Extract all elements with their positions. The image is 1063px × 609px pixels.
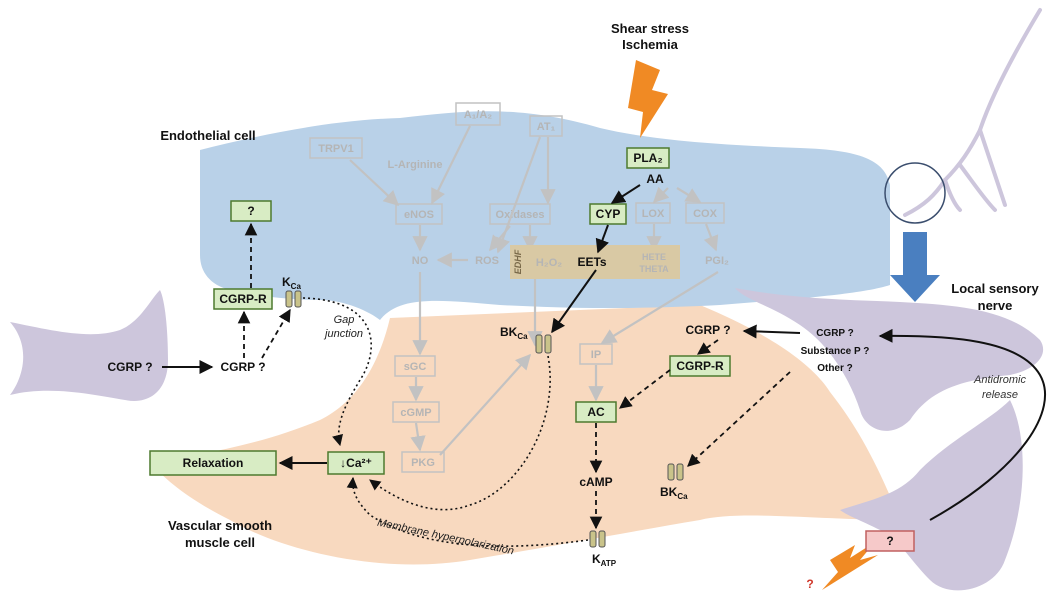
arrow-to-cgrp-right <box>742 324 801 339</box>
cgrp-q-right-label: CGRP ? <box>685 323 730 337</box>
cgrp-r-right-label: CGRP-R <box>676 359 724 373</box>
trigger-question: ? <box>806 577 813 591</box>
arrow-pla2-to-aa <box>610 184 641 204</box>
cgrp-r-left-box: CGRP-R <box>213 288 273 310</box>
smooth-muscle-label-1: Vascular smooth <box>168 518 272 533</box>
smooth-muscle-label-2: muscle cell <box>185 535 255 550</box>
hete-label: HETE <box>642 252 666 262</box>
endothelial-cell-label: Endothelial cell <box>160 128 255 143</box>
katp-channel-icon <box>589 530 606 548</box>
a1a2-label: A₁/A₂ <box>464 109 492 121</box>
kca-label: KCa <box>282 275 301 291</box>
endothelial-cell <box>200 111 890 320</box>
oxidases-label: Oxidases <box>496 209 545 221</box>
gap-junction-label-2: junction <box>323 328 363 340</box>
trigger-box-label: ? <box>886 534 893 548</box>
gray-pathway: TRPV1 A₁/A₂ AT₁ L-Arginine eNOS Oxidases… <box>309 102 729 473</box>
lightning-bolt-icon <box>628 60 668 138</box>
relaxation-box: Relaxation <box>149 450 277 476</box>
antidromic-label-2: release <box>982 389 1018 401</box>
edhf-label: EDHF <box>513 249 523 274</box>
ac-label: AC <box>587 405 605 419</box>
cgrp-r-right-box: CGRP-R <box>669 355 731 377</box>
arrow-cgrp-to-cgrpr-right <box>696 339 719 355</box>
right-nerve-terminal-top <box>735 288 1044 431</box>
pgi2-label: PGI₂ <box>705 255 729 267</box>
camp-label: cAMP <box>579 475 612 489</box>
sensory-nerve-label-1: Local sensory <box>951 281 1039 296</box>
dotted-bkca-to-ca <box>369 355 551 511</box>
nerve-fibers <box>903 8 1042 217</box>
antidromic-label-1: Antidromic <box>973 374 1026 386</box>
trpv1-label: TRPV1 <box>318 143 353 155</box>
arrow-antidromic <box>878 328 1046 521</box>
bkca-right-label: BKCa <box>660 485 688 501</box>
cgrp-q-mid-label: CGRP ? <box>220 360 265 374</box>
theta-label: THETA <box>639 264 669 274</box>
h2o2-label: H₂O₂ <box>536 257 562 269</box>
bottom-lightning-bolt-icon <box>822 542 878 590</box>
cgmp-label: cGMP <box>400 407 431 419</box>
blue-down-arrow <box>890 232 940 302</box>
unknown-effector-label: ? <box>247 204 254 218</box>
dotted-kca-to-ca <box>302 297 372 447</box>
stimulus-label-1: Shear stress <box>611 21 689 36</box>
cgrp-q-left-label: CGRP ? <box>107 360 152 374</box>
cgrp-r-left-label: CGRP-R <box>219 292 267 306</box>
nerve-zoom-circle <box>884 162 946 224</box>
pla2-label: PLA₂ <box>633 151 662 165</box>
release-cgrp-label: CGRP ? <box>816 328 854 339</box>
ca2-box: ↓Ca²⁺ <box>327 451 385 475</box>
sensory-nerve-label-2: nerve <box>978 298 1013 313</box>
sgc-label: sGC <box>404 361 427 373</box>
bkca-top-channel-icon <box>535 334 552 354</box>
arrow-eets-to-bkca <box>551 269 597 334</box>
release-other-label: Other ? <box>817 363 853 374</box>
eets-label: EETs <box>577 255 606 269</box>
cox-label: COX <box>693 208 718 220</box>
enos-label: eNOS <box>404 209 434 221</box>
katp-label: KATP <box>592 552 617 568</box>
lox-label: LOX <box>642 208 665 220</box>
no-label: NO <box>412 255 429 267</box>
trigger-box: ? <box>865 530 915 552</box>
ca2-label: ↓Ca²⁺ <box>340 456 372 470</box>
stimulus-label-2: Ischemia <box>622 37 678 52</box>
arrow-cgrpr-to-ac <box>618 369 671 409</box>
right-nerve-terminal-bottom <box>840 400 1023 591</box>
l-arginine-label: L-Arginine <box>388 159 443 171</box>
ip-label: IP <box>591 349 601 361</box>
bkca-top-label: BKCa <box>500 325 528 341</box>
gap-junction-label-1: Gap <box>334 314 355 326</box>
arrow-cgrp-to-kca <box>261 308 291 359</box>
left-sensory-cell <box>10 290 168 401</box>
cyp-label: CYP <box>596 207 621 221</box>
pla2-box: PLA₂ <box>626 147 670 169</box>
arrow-cyp-to-eets <box>595 224 609 254</box>
relaxation-label: Relaxation <box>183 456 244 470</box>
bkca-right-channel-icon <box>667 463 684 481</box>
release-substance-p-label: Substance P ? <box>801 346 870 357</box>
ac-box: AC <box>575 401 617 423</box>
cyp-box: CYP <box>589 203 627 225</box>
edhf-band <box>510 245 680 279</box>
ros-label: ROS <box>475 255 499 267</box>
aa-label: AA <box>646 172 664 186</box>
pkg-label: PKG <box>411 457 435 469</box>
unknown-effector-box: ? <box>230 200 272 222</box>
at1-label: AT₁ <box>537 121 556 133</box>
kca-channel-icon <box>285 290 302 308</box>
